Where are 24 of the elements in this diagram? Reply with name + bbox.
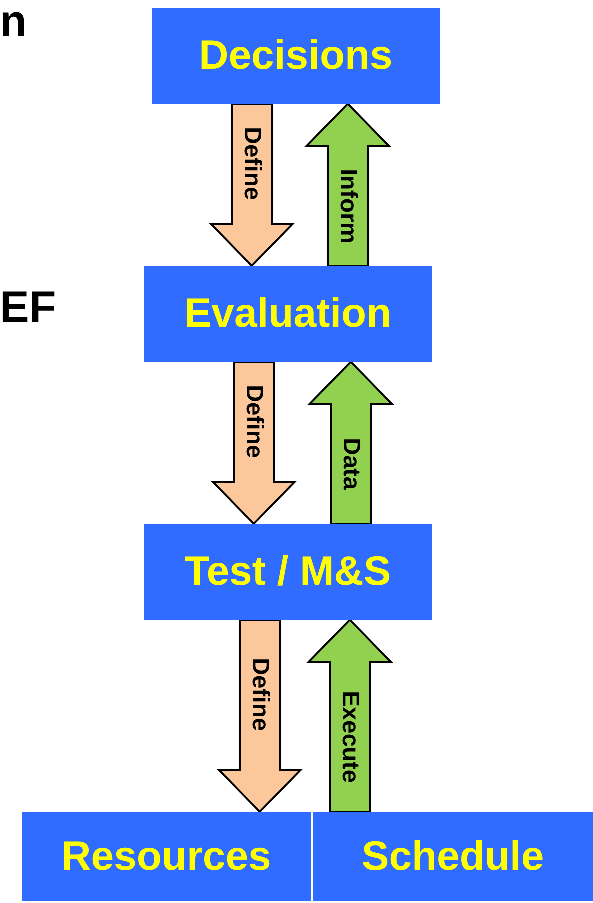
block-arrow xyxy=(306,618,394,813)
edge-label: Data xyxy=(339,438,363,490)
edge-label: Define xyxy=(240,127,264,201)
heading-fragment: EF xyxy=(0,286,56,330)
process-box xyxy=(144,524,432,620)
node-label: Schedule xyxy=(362,832,544,881)
block-arrow xyxy=(208,103,296,268)
edge-label: Execute xyxy=(338,690,362,784)
node-label: Test / M&S xyxy=(184,547,392,596)
edge-label: Define xyxy=(248,658,272,732)
block-arrow xyxy=(308,360,394,525)
node-label: Evaluation xyxy=(184,289,392,338)
block-arrow xyxy=(216,619,304,814)
process-box xyxy=(313,812,593,901)
process-box xyxy=(152,8,440,104)
edge-label: Inform xyxy=(336,168,360,244)
process-box xyxy=(144,266,432,362)
process-box xyxy=(22,812,311,901)
heading-fragment: n xyxy=(0,0,27,44)
block-arrow xyxy=(210,361,298,526)
block-arrow xyxy=(304,102,392,267)
node-label: Decisions xyxy=(199,31,393,80)
node-label: Resources xyxy=(62,832,272,881)
edge-label: Define xyxy=(242,385,266,459)
